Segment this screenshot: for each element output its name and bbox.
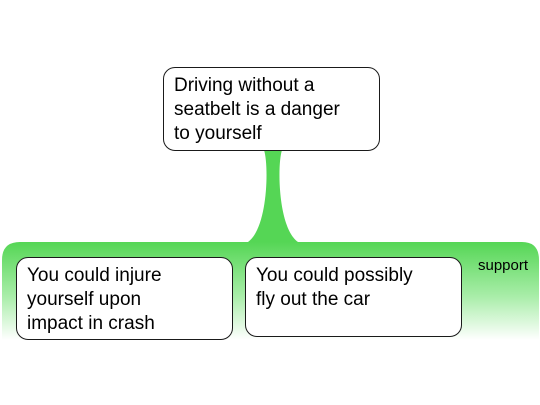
premise-text-line: You could possibly xyxy=(256,265,413,286)
premise-text-line: fly out the car xyxy=(256,289,371,310)
claim-node: Driving without a seatbelt is a danger t… xyxy=(163,67,380,151)
premise-text-line: You could injure xyxy=(27,265,162,286)
premise-text-line: impact in crash xyxy=(27,313,155,334)
support-label: support xyxy=(478,257,529,274)
premise-node-fly-out: You could possibly fly out the car xyxy=(245,257,462,337)
premise-text-line: yourself upon xyxy=(27,289,142,310)
support-stem xyxy=(248,150,298,242)
premise-node-injure: You could injure yourself upon impact in… xyxy=(16,257,233,340)
claim-text-line: seatbelt is a danger xyxy=(174,99,340,120)
claim-text-line: to yourself xyxy=(174,123,262,144)
claim-text-line: Driving without a xyxy=(174,75,315,96)
